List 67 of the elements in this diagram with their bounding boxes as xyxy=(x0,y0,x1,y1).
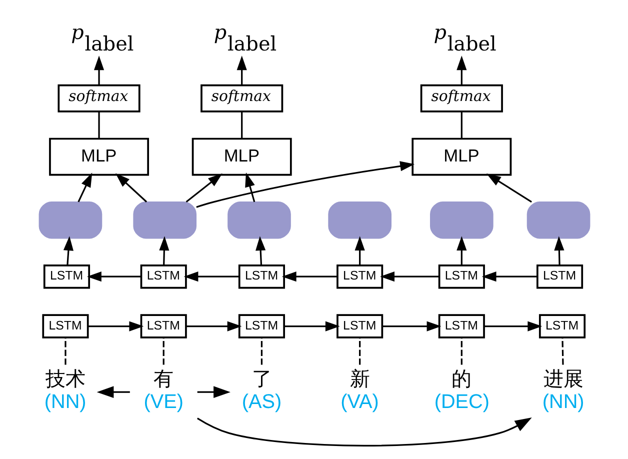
arrow xyxy=(183,272,239,282)
arrow xyxy=(86,272,140,282)
arrow xyxy=(77,172,92,202)
node-box: LSTM xyxy=(438,264,484,289)
node-box: softmax xyxy=(420,84,502,112)
arrow xyxy=(93,56,104,85)
arrow xyxy=(255,236,266,265)
node-oval xyxy=(38,201,102,239)
node-box: MLP xyxy=(411,138,512,176)
node-oval xyxy=(430,201,493,239)
arrow xyxy=(114,173,147,202)
arrow xyxy=(554,236,564,265)
arrow xyxy=(244,172,255,202)
arrow xyxy=(380,272,438,282)
node-box: MLP xyxy=(191,138,292,176)
node-oval xyxy=(227,201,290,239)
node-text: 的 (DEC) xyxy=(434,368,490,413)
node-box: LSTM xyxy=(536,264,583,289)
arrow xyxy=(88,321,144,332)
arrow xyxy=(185,173,222,203)
connector xyxy=(64,338,66,365)
arrow xyxy=(486,174,532,203)
node-box: LSTM xyxy=(238,264,284,289)
node-oval xyxy=(132,201,196,239)
arrow xyxy=(196,161,414,208)
node-text: 有 (VE) xyxy=(143,368,183,413)
connector xyxy=(460,338,462,365)
arrow xyxy=(281,272,337,282)
arrow xyxy=(354,236,364,265)
connector xyxy=(561,338,564,365)
arrow xyxy=(186,321,242,332)
arrow xyxy=(456,56,466,85)
node-box: softmax xyxy=(200,84,283,112)
arrow xyxy=(196,386,230,398)
connector xyxy=(240,111,242,138)
node-box: LSTM xyxy=(336,264,383,289)
node-box: LSTM xyxy=(538,314,586,338)
node-text: 进展 (NN) xyxy=(542,368,584,413)
node-box: LSTM xyxy=(438,314,484,338)
arrow xyxy=(456,236,466,265)
node-box: LSTM xyxy=(140,314,186,338)
arrow xyxy=(484,321,542,332)
arrow xyxy=(158,236,169,265)
node-box: LSTM xyxy=(140,264,186,289)
arrow xyxy=(236,56,246,85)
arrow xyxy=(382,321,441,332)
node-text: 了 (AS) xyxy=(241,368,282,413)
node-text: 技术 (NN) xyxy=(44,368,86,413)
node-box: LSTM xyxy=(42,264,90,289)
node-box: LSTM xyxy=(336,314,383,338)
node-box: LSTM xyxy=(238,314,284,338)
node-oval xyxy=(526,201,590,239)
arrow xyxy=(62,236,73,265)
node-box: softmax xyxy=(57,84,140,112)
connector xyxy=(98,111,100,138)
connector xyxy=(460,111,462,138)
arrow xyxy=(284,321,340,332)
arrow xyxy=(481,272,537,282)
connector xyxy=(358,338,360,365)
node-box: MLP xyxy=(48,138,149,176)
node-text: 新 (VA) xyxy=(340,368,378,413)
connector xyxy=(162,338,164,365)
connector xyxy=(260,338,262,365)
arrow xyxy=(196,418,532,446)
node-box: LSTM xyxy=(42,314,88,338)
node-oval xyxy=(328,201,391,239)
arrow xyxy=(96,386,130,398)
